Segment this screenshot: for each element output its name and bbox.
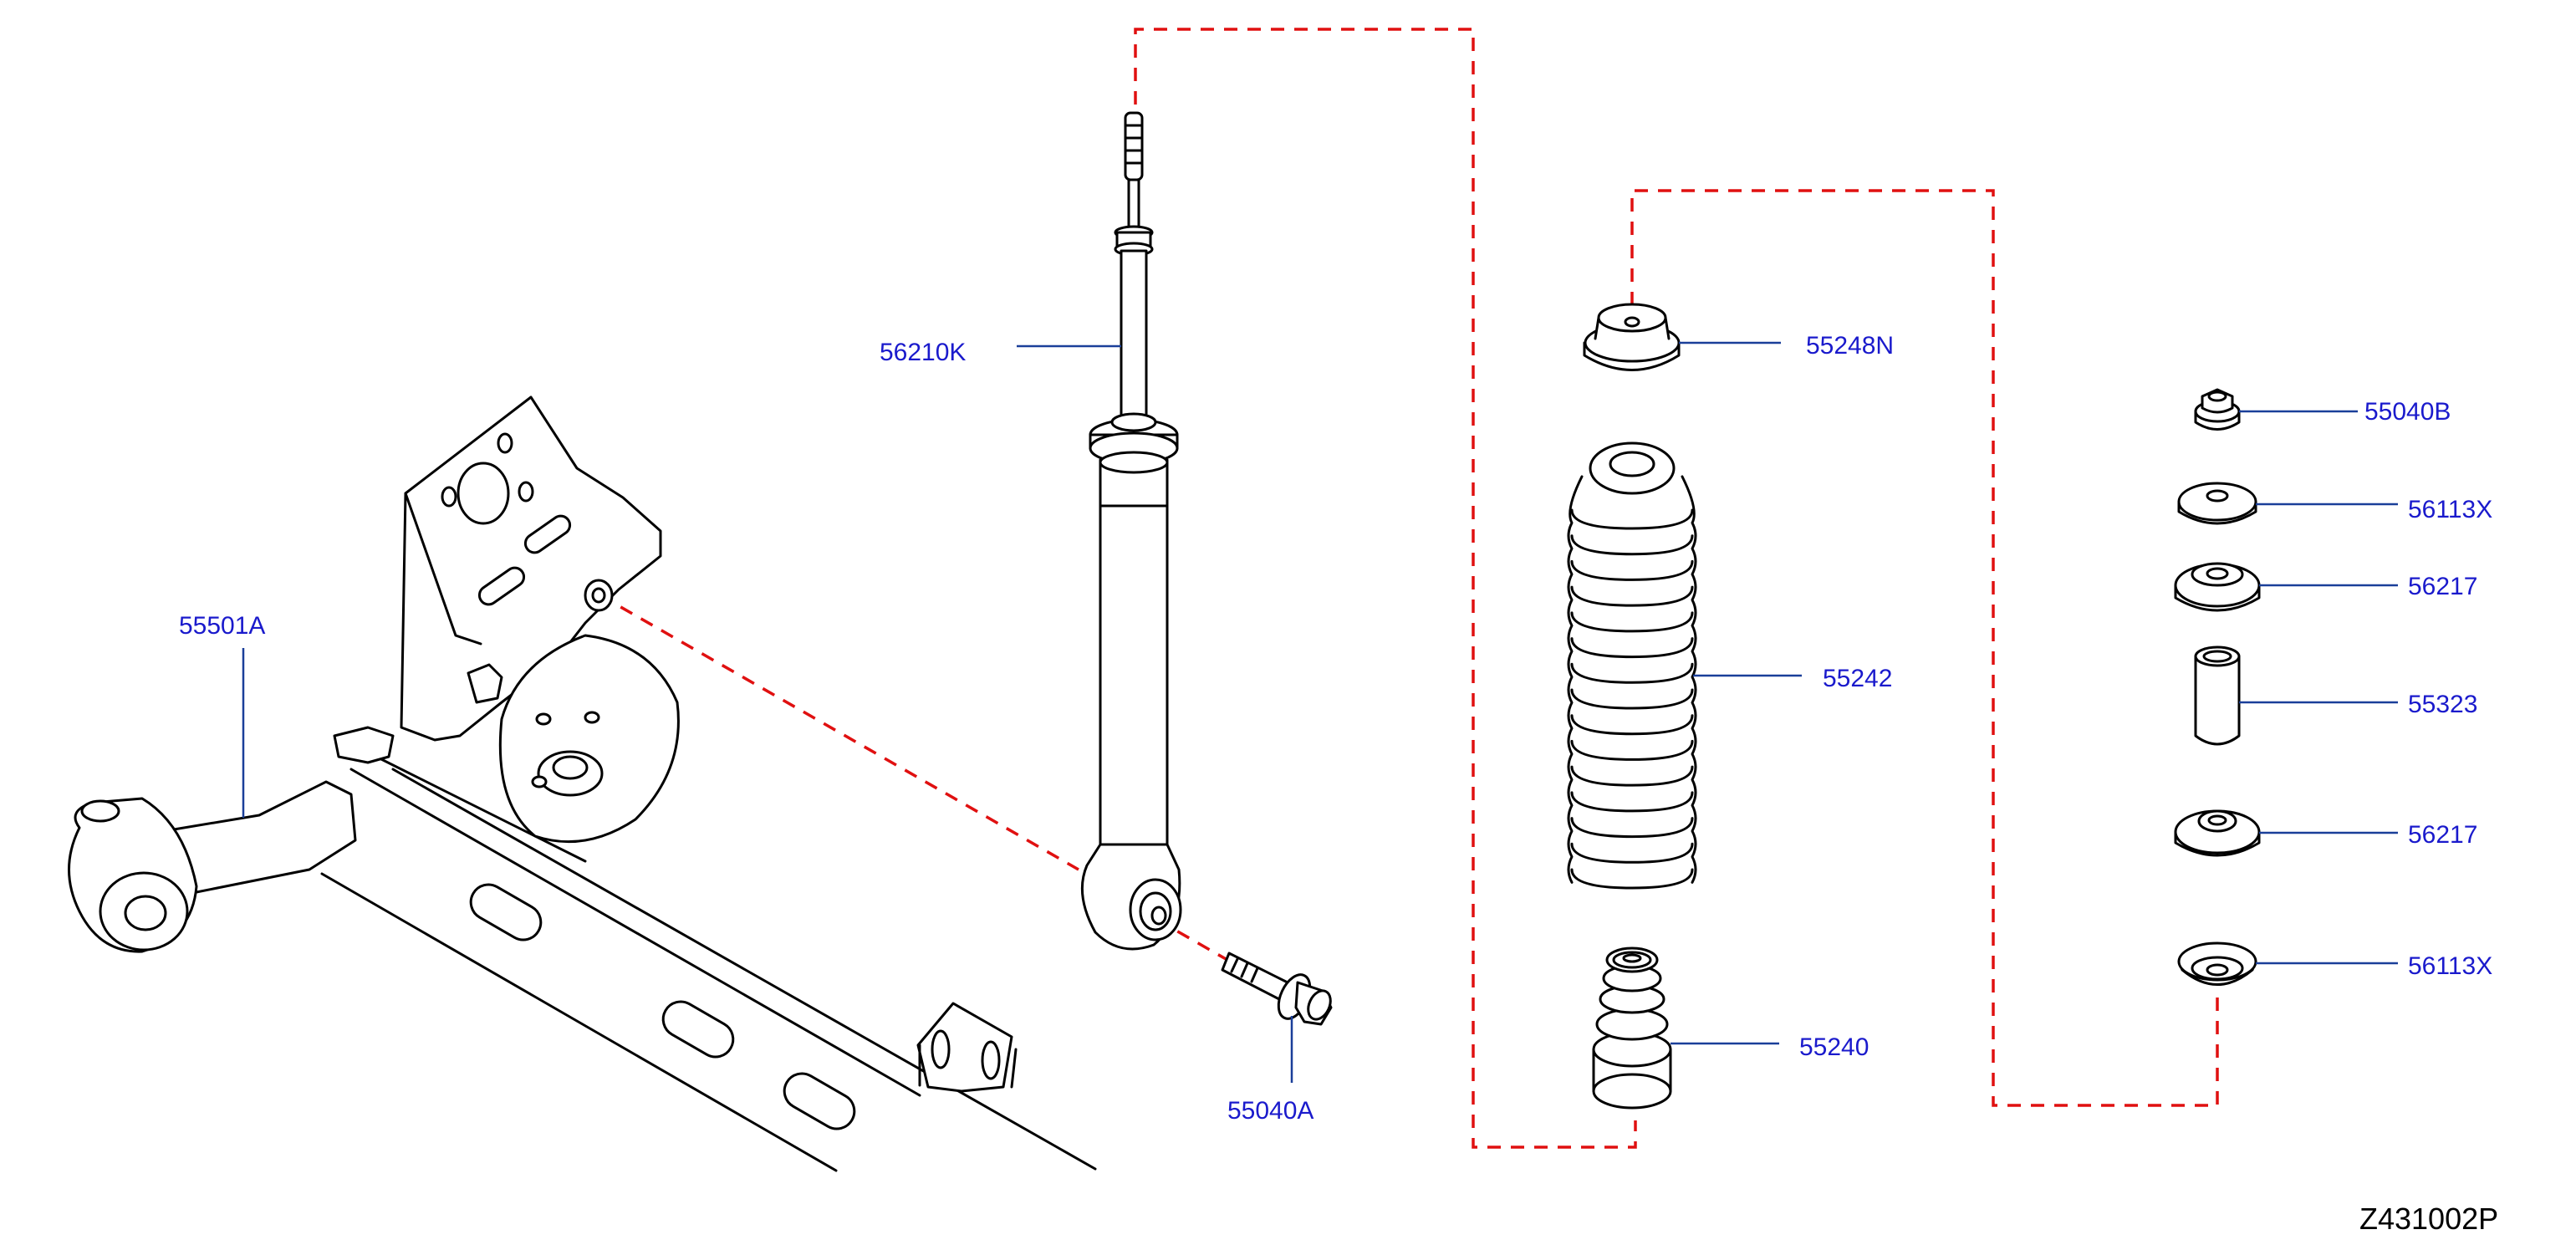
beam-upper-inner-edge xyxy=(391,768,1097,1171)
beam-slot-2 xyxy=(661,1000,735,1059)
shock-rod-upper xyxy=(1127,178,1140,232)
washer-top-shape xyxy=(2177,482,2257,525)
mounting-bolt-illustration xyxy=(1221,952,1333,1026)
part-labels: 56210K 55501A 55040A 55248N 55242 55240 … xyxy=(179,332,2492,1125)
label-55323[interactable]: 55323 xyxy=(2408,691,2477,718)
bracket-hole-1 xyxy=(931,1029,951,1069)
tower-small-hole-3 xyxy=(518,481,534,503)
washer-bottom-shape xyxy=(2177,941,2257,986)
connector-seat-to-washer xyxy=(1630,189,2219,1107)
beam-ridge xyxy=(366,751,587,863)
label-55248N[interactable]: 55248N xyxy=(1806,332,1894,360)
label-55242[interactable]: 55242 xyxy=(1823,665,1892,692)
dust-boot-ring xyxy=(1570,559,1694,581)
bump-stop-illustration xyxy=(1592,947,1672,1110)
dust-boot-ring xyxy=(1570,739,1694,761)
diagram-reference-code: Z431002P xyxy=(2359,1202,2498,1236)
dust-boot-opening xyxy=(1609,451,1655,477)
arm-bushing-nub xyxy=(80,799,120,823)
dust-boot-ring xyxy=(1570,868,1694,890)
dust-boot-ring xyxy=(1570,842,1694,864)
dust-boot-ring xyxy=(1570,662,1694,684)
upper-seat-illustration xyxy=(1583,303,1681,371)
beam-clip-left xyxy=(333,726,395,764)
dust-boot-side-right xyxy=(1681,475,1697,884)
connector-shock-to-bumpstop xyxy=(1134,28,1637,1149)
beam-top-edge xyxy=(349,768,921,1097)
shock-absorber-illustration xyxy=(1080,111,1182,951)
upper-seat-hole xyxy=(1624,316,1640,328)
tower-slot-2 xyxy=(477,566,526,606)
dust-boot-ring xyxy=(1570,765,1694,787)
beam-lower-edge xyxy=(320,872,838,1172)
dust-boot-ring xyxy=(1570,508,1694,530)
dust-boot-ring xyxy=(1570,714,1694,736)
beam-clip-tower xyxy=(467,663,503,704)
beam-slot-3 xyxy=(783,1072,856,1130)
label-55501A[interactable]: 55501A xyxy=(179,612,265,640)
dust-boot-side-left xyxy=(1567,475,1584,884)
sleeve-shape xyxy=(2194,645,2241,746)
shock-body xyxy=(1099,458,1169,855)
tower-small-hole-2 xyxy=(441,486,457,508)
spring-seat-plate xyxy=(498,634,680,844)
dashed-connectors xyxy=(599,28,2219,1149)
label-55040B[interactable]: 55040B xyxy=(2364,398,2451,426)
trailing-arm xyxy=(157,780,357,896)
leader-lines xyxy=(242,341,2398,1083)
bushing-lower-shape xyxy=(2174,809,2261,857)
label-56210K[interactable]: 56210K xyxy=(880,339,966,366)
tower-small-hole-1 xyxy=(497,432,513,454)
rear-suspension-beam-illustration xyxy=(68,395,1097,1172)
arm-bushing-inner xyxy=(124,895,167,931)
tower-large-hole xyxy=(457,462,510,525)
dust-boot-ring xyxy=(1570,688,1694,710)
label-56113X-bottom[interactable]: 56113X xyxy=(2408,952,2492,980)
shock-piston-rod xyxy=(1120,249,1148,432)
dust-boot-ring xyxy=(1570,534,1694,556)
dust-boot-ring xyxy=(1570,637,1694,659)
label-56217-lower[interactable]: 56217 xyxy=(2408,821,2477,849)
label-55240[interactable]: 55240 xyxy=(1799,1033,1869,1061)
dust-boot-ring xyxy=(1570,585,1694,607)
bushing-upper-shape xyxy=(2174,562,2261,612)
label-56113X-top[interactable]: 56113X xyxy=(2408,496,2492,523)
dust-boot-ring xyxy=(1570,791,1694,813)
label-56217-upper[interactable]: 56217 xyxy=(2408,573,2477,600)
hardware-stack-illustration xyxy=(2174,388,2261,986)
beam-slot-1 xyxy=(469,883,543,941)
label-55040A[interactable]: 55040A xyxy=(1227,1097,1314,1125)
shock-rod-thread xyxy=(1124,111,1144,181)
dust-boot-illustration xyxy=(1567,441,1697,890)
bracket-hole-2 xyxy=(981,1040,1001,1080)
dust-boot-body xyxy=(1572,510,1692,870)
dust-boot-ring xyxy=(1570,611,1694,633)
tower-slot-1 xyxy=(523,514,572,554)
nut-55040B-shape xyxy=(2194,388,2241,431)
dust-boot-ring xyxy=(1570,817,1694,839)
